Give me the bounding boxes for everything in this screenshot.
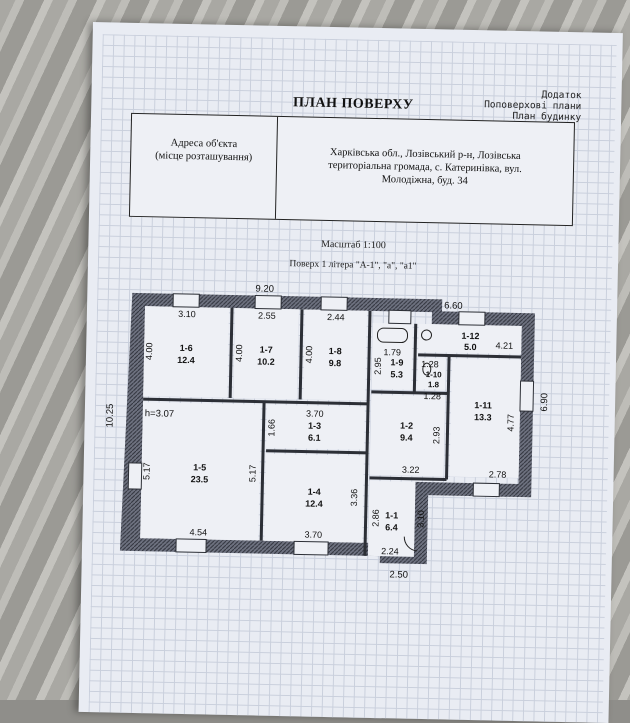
room-depth: 4.00 [304, 346, 314, 364]
room-depth: 1.66 [266, 419, 276, 437]
room-id: 1-9 [390, 357, 403, 367]
room-width: 4.54 [189, 527, 207, 537]
room-width: 2.55 [258, 311, 276, 321]
room-width: 3.70 [304, 530, 322, 540]
toilet-icon [422, 362, 432, 376]
room-id: 1-11 [474, 400, 492, 410]
room-depth: 2.86 [370, 509, 380, 527]
room-id: 1-8 [329, 346, 342, 356]
room-area: 6.4 [385, 522, 398, 532]
room-area: 9.8 [329, 358, 342, 368]
room-area: 23.5 [191, 474, 209, 484]
room-depth-alt: 5.17 [247, 465, 257, 483]
room-area: 6.1 [308, 433, 321, 443]
room-width: 2.44 [327, 312, 345, 322]
room-depth: 4.00 [144, 342, 154, 360]
room-id: 1-3 [308, 421, 321, 431]
room-width: 1.79 [383, 347, 401, 357]
room-depth-alt: 3.10 [415, 510, 425, 528]
interior-walls [143, 307, 522, 556]
room-area: 10.2 [257, 357, 275, 367]
room-depth: 2.95 [373, 357, 383, 375]
ceiling-height: h=3.07 [145, 408, 175, 420]
room-id: 1-6 [180, 343, 193, 353]
windows [127, 293, 535, 556]
room-area: 1.8 [428, 380, 440, 389]
room-width: 2.78 [489, 469, 507, 479]
room-depth: 4.00 [234, 344, 244, 362]
room-width: 3.22 [402, 465, 420, 475]
room-area: 5.3 [390, 369, 403, 379]
dim-left-total: 10.25 [105, 404, 116, 428]
dim-top-total: 9.20 [255, 283, 274, 294]
room-id: 1-7 [260, 345, 273, 355]
exterior-walls [119, 292, 535, 565]
bathtub-icon [376, 327, 409, 344]
dim-top-right: 6.60 [444, 300, 463, 311]
floor-plan-drawing: 9.20 6.60 10.25 6.90 2.50 h=3.07 3.10 4.… [105, 283, 551, 580]
room-id: 1-2 [400, 421, 413, 431]
room-depth: 4.77 [506, 414, 516, 432]
room-id: 1-1 [385, 510, 398, 520]
room-id: 1-10 [426, 370, 443, 379]
room-width: 3.10 [178, 309, 196, 319]
door-swing-icon [403, 536, 418, 552]
room-depth: 3.36 [349, 489, 359, 507]
room-width: 1.28 [423, 391, 441, 401]
boiler-icon [421, 329, 433, 341]
room-id: 1-4 [308, 487, 321, 497]
room-fills [140, 306, 522, 557]
dim-bottom-ext: 2.50 [389, 569, 408, 580]
room-id: 1-12 [461, 331, 479, 341]
dim-right-total: 6.90 [539, 393, 550, 412]
room-width: 3.70 [306, 409, 324, 419]
room-area: 12.4 [177, 355, 195, 365]
room-depth: 1.28 [421, 359, 439, 369]
room-width: 2.24 [381, 546, 399, 556]
room-id: 1-5 [193, 462, 206, 472]
room-area: 5.0 [464, 342, 477, 352]
room-depth: 2.93 [431, 426, 441, 444]
room-area: 9.4 [400, 433, 413, 443]
room-area: 12.4 [305, 499, 323, 509]
document-page: Додаток Поповерхові плани План будинку П… [78, 22, 623, 723]
room-depth: 5.17 [141, 462, 151, 480]
room-width: 4.21 [495, 341, 513, 351]
room-area: 13.3 [474, 412, 492, 422]
